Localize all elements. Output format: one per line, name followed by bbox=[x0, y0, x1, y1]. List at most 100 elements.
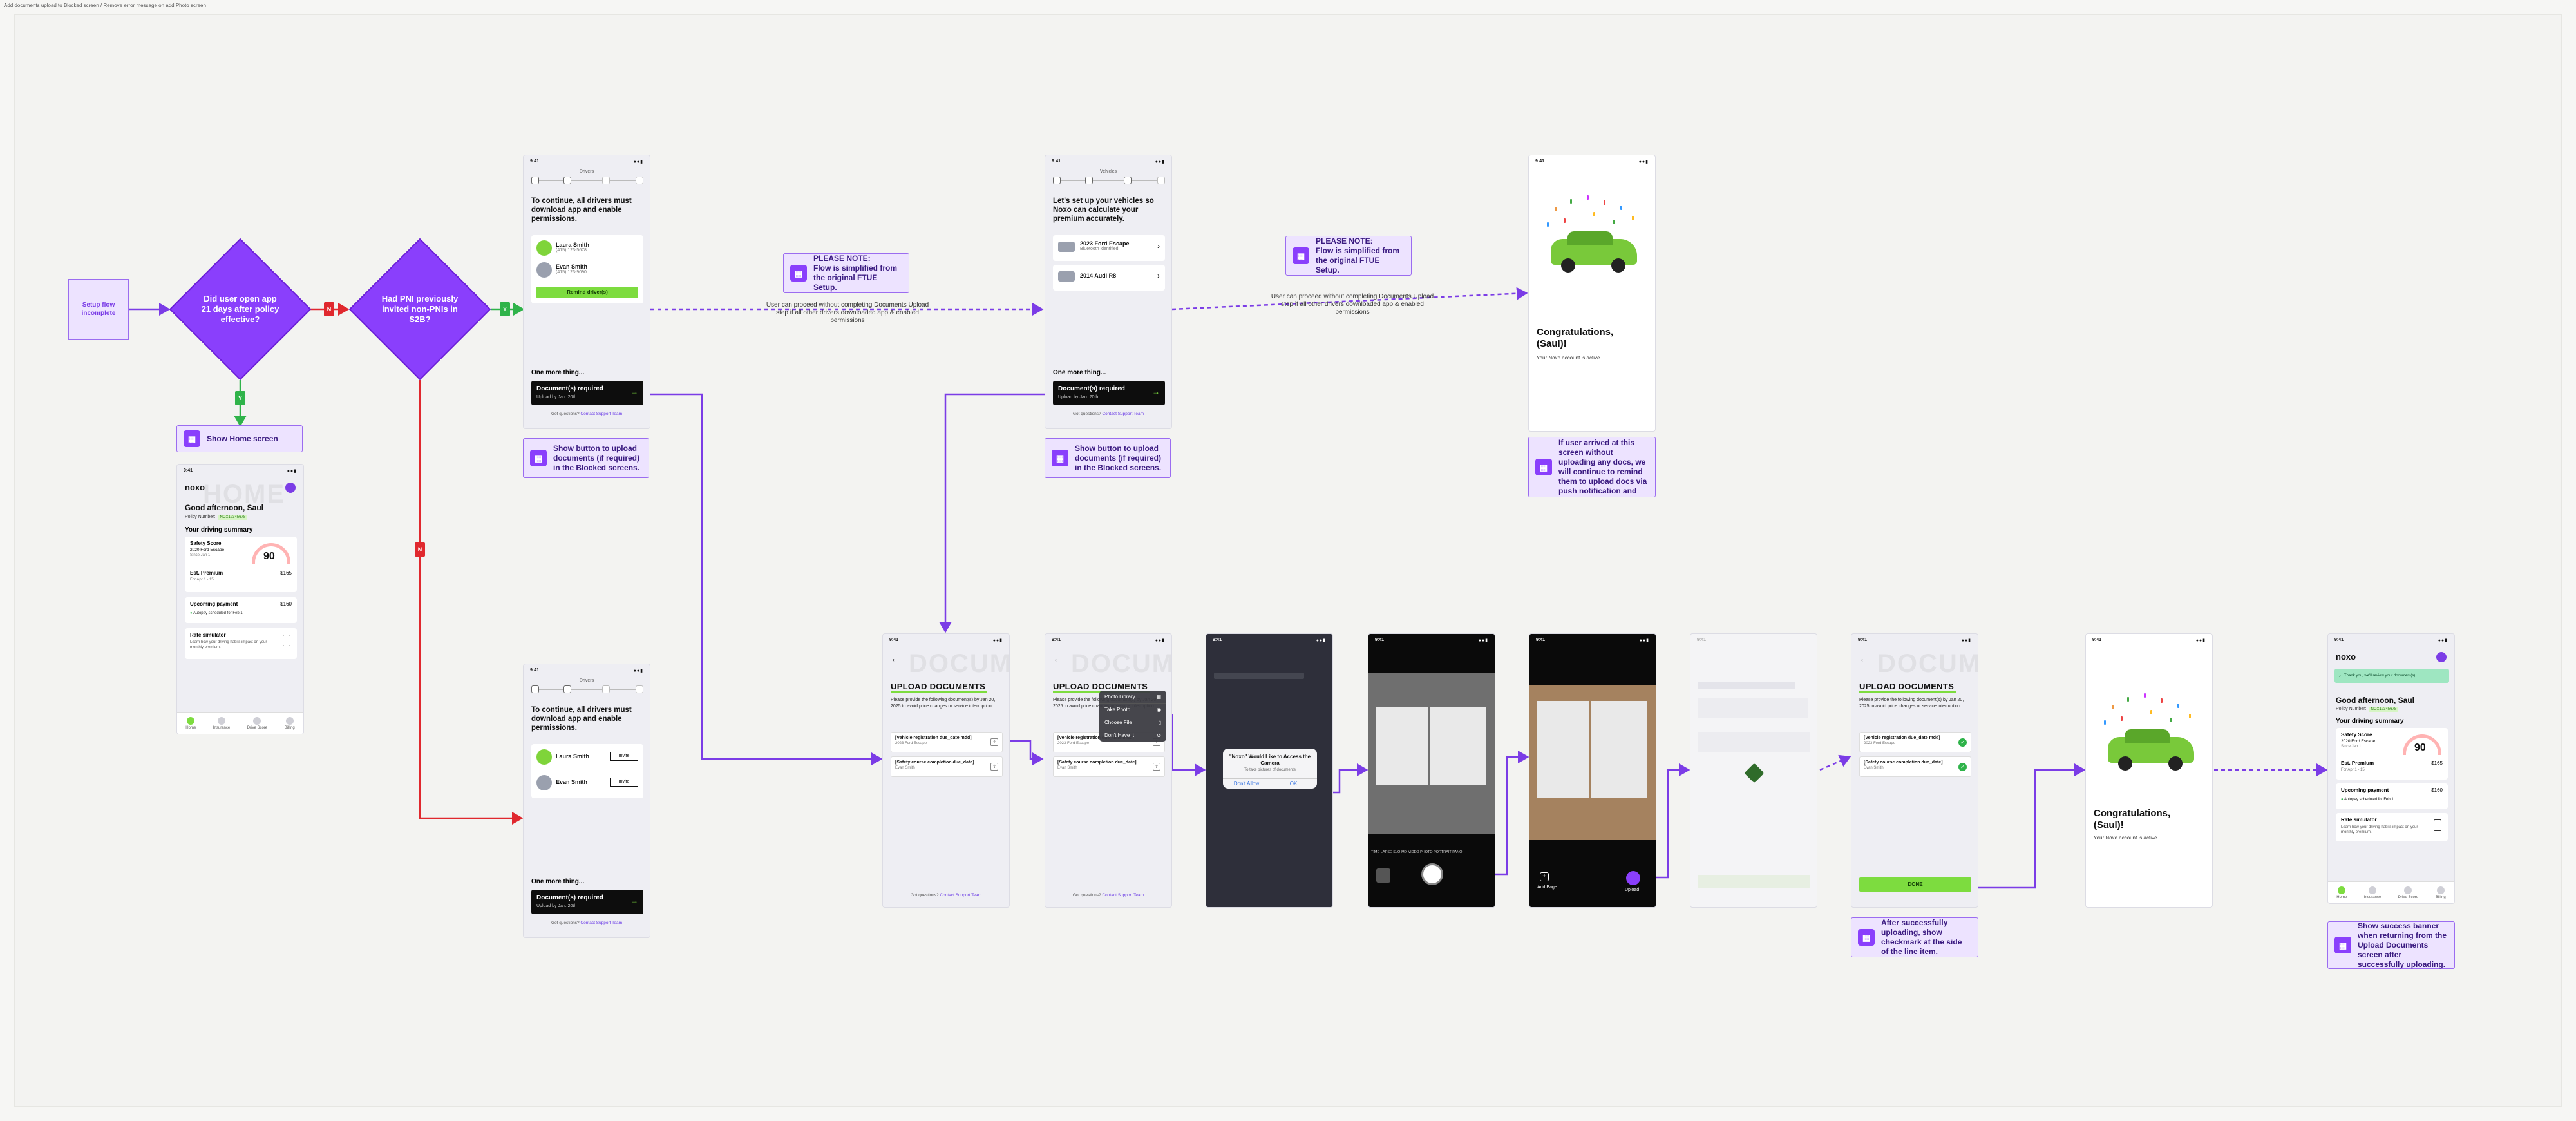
safety-card[interactable]: Safety Score 2020 Ford Escape Since Jan … bbox=[2336, 728, 2448, 780]
upload-body: Please provide the following document(s)… bbox=[1859, 697, 1973, 710]
back-arrow-icon[interactable]: ← bbox=[891, 653, 900, 664]
status-time: 9:41 bbox=[1858, 638, 1867, 642]
docs-watermark: DOCUM bbox=[909, 649, 1010, 678]
note-vehicles-text: Show button to upload documents (if requ… bbox=[1075, 444, 1164, 473]
support-link[interactable]: Contact Support Team bbox=[580, 412, 622, 416]
doc-row-1[interactable]: [Vehicle registration due_date mdd]2023 … bbox=[891, 732, 1003, 752]
tab-billing[interactable]: Billing bbox=[2436, 886, 2446, 899]
status-time: 9:41 bbox=[530, 159, 539, 164]
status-time: 9:41 bbox=[1697, 638, 1706, 642]
status-time: 9:41 bbox=[1536, 638, 1545, 642]
tab-drive-score[interactable]: Drive Score bbox=[247, 717, 267, 730]
drivers-card: Laura Smith(415) 123-5678 Evan Smith(415… bbox=[531, 235, 643, 303]
status-icons: ●●▮ bbox=[634, 159, 643, 164]
menu-take-photo[interactable]: Take Photo◉ bbox=[1099, 704, 1166, 716]
page-label: Add documents upload to Blocked screen /… bbox=[4, 3, 206, 8]
one-more: One more thing... bbox=[531, 878, 584, 885]
profile-icon[interactable] bbox=[2436, 652, 2447, 662]
tab-home[interactable]: Home bbox=[185, 717, 196, 730]
drivers-heading: To continue, all drivers must download a… bbox=[531, 705, 645, 733]
tab-billing[interactable]: Billing bbox=[285, 717, 295, 730]
status-icons: ●●▮ bbox=[1962, 638, 1971, 643]
car-cabin bbox=[1567, 231, 1613, 245]
note-icon: ▦ bbox=[1052, 450, 1068, 466]
policy-label: Policy Number: bbox=[185, 515, 215, 519]
status-icons: ●●▮ bbox=[1479, 638, 1488, 643]
status-time: 9:41 bbox=[1052, 638, 1061, 642]
rate-card[interactable]: Rate simulator Learn how your driving ha… bbox=[185, 628, 297, 659]
ban-icon: ⊘ bbox=[1157, 733, 1161, 738]
policy-row: Policy Number:NOX12345678 bbox=[185, 515, 247, 520]
note-ftue-1: ▦PLEASE NOTE: Flow is simplified from th… bbox=[783, 253, 909, 293]
premium-period: For Apr 1 - 15 bbox=[190, 578, 214, 582]
back-arrow-icon[interactable]: ← bbox=[1053, 653, 1062, 664]
menu-choose-file[interactable]: Choose File▯ bbox=[1099, 716, 1166, 729]
gallery-thumb[interactable] bbox=[1376, 868, 1390, 883]
photo-source-menu: Photo Library▦ Take Photo◉ Choose File▯ … bbox=[1099, 691, 1166, 742]
done-button[interactable]: DONE bbox=[1859, 877, 1971, 892]
payment-label: Upcoming payment bbox=[190, 601, 238, 607]
back-arrow-icon[interactable]: ← bbox=[1859, 653, 1868, 664]
note-icon: ▦ bbox=[1293, 247, 1309, 264]
payment-card[interactable]: Upcoming payment $160 ● Autopay schedule… bbox=[2336, 783, 2448, 809]
note-icon: ▦ bbox=[184, 430, 200, 447]
note-ftue-2-text: PLEASE NOTE: Flow is simplified from the… bbox=[1316, 236, 1405, 275]
chevron-right-icon: › bbox=[1157, 271, 1160, 280]
support-link[interactable]: Contact Support Team bbox=[1102, 893, 1144, 897]
one-more: One more thing... bbox=[1053, 369, 1106, 376]
tag-d2-yes: Y bbox=[500, 302, 510, 316]
tab-insurance[interactable]: Insurance bbox=[2364, 886, 2381, 899]
policy-number[interactable]: NOX12345678 bbox=[2369, 707, 2398, 712]
payment-card[interactable]: Upcoming payment $160 ● Autopay schedule… bbox=[185, 597, 297, 623]
status-icons: ●●▮ bbox=[993, 638, 1003, 643]
invite-button[interactable]: Invite bbox=[610, 778, 638, 787]
doc-row-2[interactable]: [Safety course completion due_date]Evan … bbox=[1859, 756, 1971, 777]
doc-row-2[interactable]: [Safety course completion due_date]Evan … bbox=[1053, 756, 1165, 777]
rate-card[interactable]: Rate simulator Learn how your driving ha… bbox=[2336, 813, 2448, 841]
success-banner[interactable]: ✓Thank you, we'll review your document(s… bbox=[2334, 669, 2449, 683]
tab-drive-score[interactable]: Drive Score bbox=[2398, 886, 2418, 899]
doc-row-2[interactable]: [Safety course completion due_date]Evan … bbox=[891, 756, 1003, 777]
menu-photo-library[interactable]: Photo Library▦ bbox=[1099, 691, 1166, 704]
tab-bar: Home Insurance Drive Score Billing bbox=[177, 712, 303, 734]
screen-vehicles: 9:41 ●●▮ Vehicles Let's set up your vehi… bbox=[1045, 155, 1172, 429]
shutter-button[interactable] bbox=[1421, 863, 1443, 885]
menu-dont-have[interactable]: Don't Have It⊘ bbox=[1099, 729, 1166, 742]
dashed-label-1: User can proceed without completing Docu… bbox=[764, 302, 931, 325]
doc-row-1[interactable]: [Vehicle registration due_date mdd]2023 … bbox=[1859, 732, 1971, 752]
policy-number[interactable]: NOX12345678 bbox=[218, 515, 247, 520]
tab-insurance[interactable]: Insurance bbox=[213, 717, 230, 730]
alert-ok-button[interactable]: OK bbox=[1270, 779, 1317, 789]
add-page-icon[interactable]: + bbox=[1540, 872, 1549, 881]
support-link[interactable]: Contact Support Team bbox=[580, 921, 622, 925]
vehicle-row-2[interactable]: 2014 Audi R8 › bbox=[1053, 265, 1165, 291]
tag-d2-no: N bbox=[415, 542, 425, 557]
upload-circle-button[interactable] bbox=[1626, 871, 1640, 885]
start-node[interactable]: Setup flow incomplete bbox=[68, 279, 129, 340]
alert-deny-button[interactable]: Don't Allow bbox=[1223, 779, 1270, 789]
invite-button[interactable]: Invite bbox=[610, 752, 638, 761]
support-link[interactable]: Contact Support Team bbox=[1102, 412, 1144, 416]
payment-note: Autopay scheduled for Feb 1 bbox=[193, 611, 243, 615]
note-ftue-2: ▦ PLEASE NOTE: Flow is simplified from th… bbox=[1285, 236, 1412, 276]
tab-home[interactable]: Home bbox=[2336, 886, 2347, 899]
progress-stepper bbox=[531, 689, 643, 690]
one-more: One more thing... bbox=[531, 369, 584, 376]
profile-icon[interactable] bbox=[285, 483, 296, 493]
step-title: Vehicles bbox=[1045, 169, 1171, 174]
safety-label: Safety Score bbox=[190, 541, 221, 546]
screen-photo-review: 9:41 ●●▮ + Add Page Upload bbox=[1529, 633, 1656, 908]
step-title: Drivers bbox=[524, 678, 650, 683]
upload-body: Please provide the following document(s)… bbox=[891, 697, 1004, 710]
upload-heading: UPLOAD DOCUMENTS bbox=[1053, 682, 1148, 691]
remind-button[interactable]: Remind driver(s) bbox=[536, 287, 638, 298]
support-link[interactable]: Contact Support Team bbox=[940, 893, 981, 897]
status-time: 9:41 bbox=[1052, 159, 1061, 164]
status-time: 9:41 bbox=[2334, 638, 2344, 642]
safety-card[interactable]: Safety Score 2020 Ford Escape Since Jan … bbox=[185, 537, 297, 592]
camera-modes[interactable]: TIME-LAPSE SLO-MO VIDEO PHOTO PORTRAIT P… bbox=[1371, 850, 1493, 854]
